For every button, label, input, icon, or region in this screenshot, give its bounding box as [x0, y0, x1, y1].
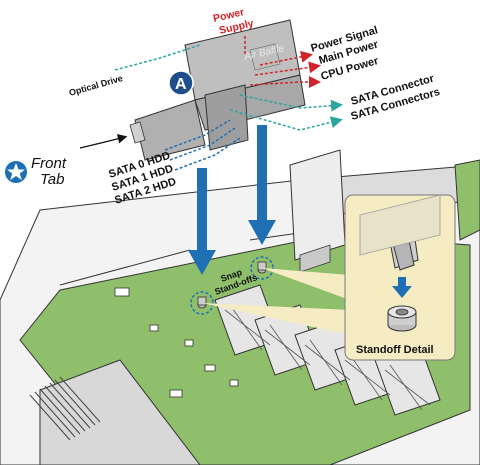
optical-drive-label: Optical Drive [68, 73, 124, 98]
install-arrow-right [248, 125, 276, 245]
star-icon [5, 161, 27, 183]
air-baffle [129, 19, 306, 161]
standoff-left [190, 291, 214, 315]
front-tab-label-1: Front [31, 155, 67, 172]
front-tab-label-2: Tab [40, 171, 64, 188]
callout-a-label: A [175, 76, 187, 93]
callout-a: A [168, 70, 194, 96]
standoff-detail-callout [202, 194, 456, 361]
install-arrow-left [188, 168, 216, 275]
standoff-detail-label: Standoff Detail [356, 344, 434, 356]
